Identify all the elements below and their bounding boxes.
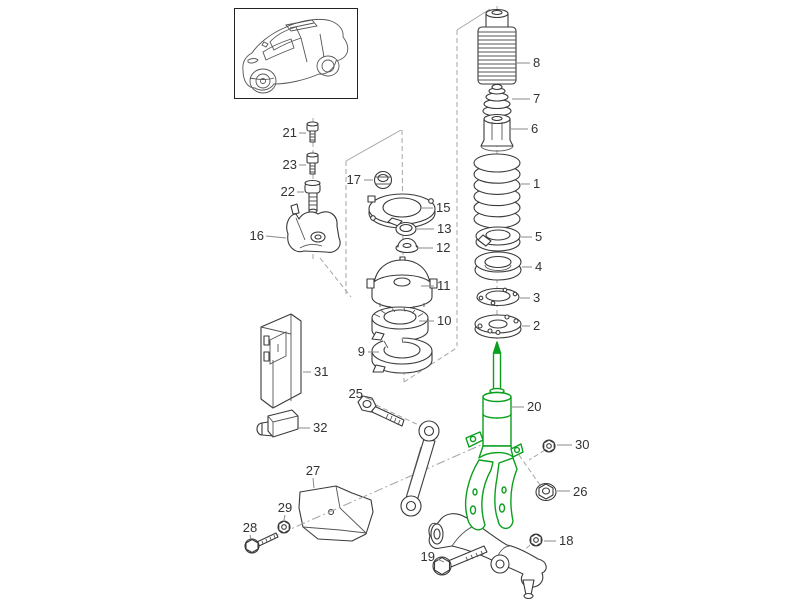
part-support-ring[interactable] [474, 251, 522, 281]
leader-27 [312, 477, 315, 489]
part-coil-spring[interactable] [473, 153, 521, 229]
part-spacer-cap[interactable] [480, 113, 514, 152]
stabilizer-link[interactable] [400, 420, 440, 517]
part-bolt-short[interactable] [306, 152, 319, 175]
part-bolt-large[interactable] [304, 179, 321, 214]
part-cap-nut[interactable] [395, 237, 419, 254]
part-label-25[interactable]: 25 [349, 386, 363, 401]
leader-lines [249, 62, 572, 563]
part-spring-pad[interactable] [475, 226, 521, 252]
part-hex-bolt-link[interactable] [357, 395, 405, 427]
part-label-29[interactable]: 29 [278, 500, 292, 515]
part-dust-bellows[interactable] [477, 8, 517, 85]
strut-rod-tip [492, 341, 502, 354]
part-strut-mount[interactable] [366, 256, 438, 312]
part-label-32[interactable]: 32 [313, 420, 327, 435]
part-label-5[interactable]: 5 [535, 229, 542, 244]
part-label-12[interactable]: 12 [436, 240, 450, 255]
part-washer-plate[interactable] [476, 287, 520, 307]
part-flange-nut[interactable] [535, 482, 557, 502]
axis-bracket-diagonal [319, 257, 352, 298]
leader-25 [364, 396, 373, 401]
part-label-10[interactable]: 10 [437, 313, 451, 328]
part-hex-bolt-shield[interactable] [244, 532, 279, 554]
part-bump-stop[interactable] [482, 83, 512, 117]
part-valve-bolt[interactable] [306, 121, 319, 143]
part-label-17[interactable]: 17 [347, 172, 361, 187]
part-label-11[interactable]: 11 [437, 278, 451, 293]
part-washer-ring[interactable] [395, 221, 417, 237]
axis-shield-bolt [249, 439, 493, 548]
vehicle-inset [234, 8, 358, 99]
axis-nut-26 [518, 454, 541, 486]
part-label-1[interactable]: 1 [533, 176, 540, 191]
part-label-3[interactable]: 3 [533, 290, 540, 305]
vehicle-suv-line-art [242, 18, 349, 94]
part-shock-absorber-strut[interactable] [464, 341, 524, 531]
leader-16 [265, 235, 287, 239]
leader-29 [283, 514, 286, 521]
part-hex-nut-small[interactable] [542, 439, 556, 453]
part-label-20[interactable]: 20 [527, 399, 541, 414]
part-labels: 8 7 6 1 5 4 3 2 20 15 13 12 11 10 17 9 2… [243, 55, 590, 564]
part-hex-bolt-arm[interactable] [432, 545, 488, 576]
part-label-16[interactable]: 16 [250, 228, 264, 243]
lower-control-arm[interactable] [428, 513, 547, 600]
part-hex-nut-balljoint[interactable] [529, 533, 543, 547]
part-label-15[interactable]: 15 [436, 200, 450, 215]
part-protective-shield[interactable] [298, 485, 374, 542]
part-label-22[interactable]: 22 [281, 184, 295, 199]
part-hex-nut-top[interactable] [373, 170, 393, 190]
leader-19 [436, 558, 445, 563]
vehicle-inset-border [234, 8, 358, 99]
part-label-8[interactable]: 8 [533, 55, 540, 70]
part-retaining-ring[interactable] [367, 193, 436, 229]
part-label-19[interactable]: 19 [421, 549, 435, 564]
part-label-9[interactable]: 9 [358, 344, 365, 359]
part-hex-nut-shield[interactable] [277, 520, 291, 534]
leader-28 [249, 534, 252, 540]
frame-top-right-diagonal [456, 8, 491, 31]
part-label-23[interactable]: 23 [283, 157, 297, 172]
part-label-27[interactable]: 27 [306, 463, 320, 478]
part-flange-plate[interactable] [474, 314, 522, 339]
part-mount-bracket[interactable] [286, 203, 341, 253]
part-label-28[interactable]: 28 [243, 520, 257, 535]
axis-bolt-25 [375, 404, 426, 429]
part-label-2[interactable]: 2 [533, 318, 540, 333]
part-label-18[interactable]: 18 [559, 533, 573, 548]
part-label-4[interactable]: 4 [535, 259, 542, 274]
part-strut-bearing[interactable] [371, 306, 429, 342]
part-label-13[interactable]: 13 [437, 221, 451, 236]
part-label-7[interactable]: 7 [533, 91, 540, 106]
part-support-ring-open[interactable] [371, 336, 433, 374]
part-label-31[interactable]: 31 [314, 364, 328, 379]
part-label-6[interactable]: 6 [531, 121, 538, 136]
axis-nut-30 [528, 449, 546, 461]
frame-top-left-diagonal [345, 129, 402, 162]
part-sensor-connector[interactable] [256, 409, 299, 438]
part-label-26[interactable]: 26 [573, 484, 587, 499]
part-control-unit[interactable] [260, 313, 302, 409]
part-label-30[interactable]: 30 [575, 437, 589, 452]
frame-bottom-diagonal [403, 346, 459, 383]
part-label-21[interactable]: 21 [283, 125, 297, 140]
